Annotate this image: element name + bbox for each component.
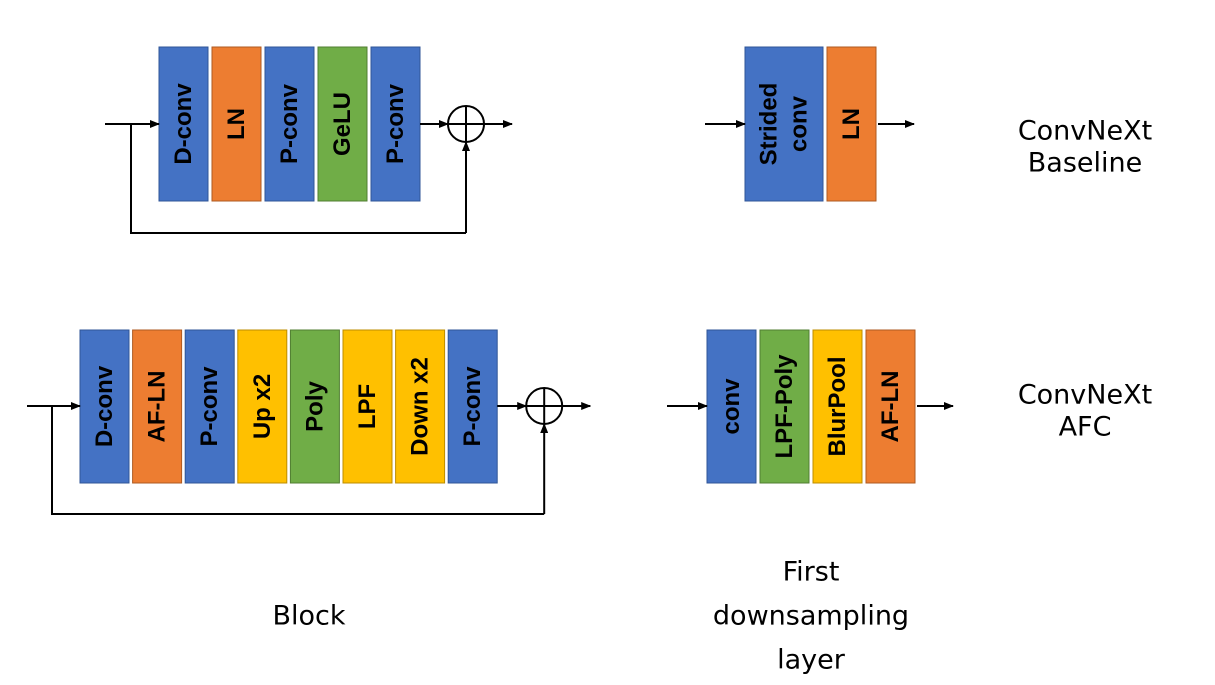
layer-label: P-conv <box>196 366 223 447</box>
layer-label: Down x2 <box>407 357 434 456</box>
block-layer-lpf: LPF <box>342 329 393 484</box>
block-layer-p-conv: P-conv <box>264 46 315 202</box>
caption-downsampling: layer <box>777 645 846 676</box>
layer-label: AF-LN <box>144 371 171 443</box>
layer-label: LN <box>838 108 865 140</box>
layer-label: LPF <box>354 384 381 429</box>
layer-box <box>237 329 288 484</box>
layer-box <box>158 46 209 202</box>
layer-box <box>826 46 877 202</box>
layer-box <box>184 329 235 484</box>
layer-label: Up x2 <box>249 374 276 439</box>
caption-block: Block <box>272 601 345 632</box>
layer-box <box>342 329 393 484</box>
layer-label: BlurPool <box>824 357 851 457</box>
block-layer-down-x2: Down x2 <box>395 329 446 484</box>
layer-label: AF-LN <box>877 371 904 443</box>
layer-box <box>744 46 824 202</box>
ds-layer-blurpool: BlurPool <box>812 329 863 484</box>
layer-label: P-conv <box>382 83 409 164</box>
caption-downsampling: downsampling <box>713 601 909 632</box>
block-layer-p-conv: P-conv <box>447 329 498 484</box>
ds-layer-conv: conv <box>706 329 757 484</box>
layer-box <box>289 329 340 484</box>
layer-label: D-conv <box>91 365 118 447</box>
layer-box <box>211 46 262 202</box>
adder-plus-icon <box>447 105 485 143</box>
block-layer-d-conv: D-conv <box>79 329 130 484</box>
layer-box <box>812 329 863 484</box>
caption-downsampling: First <box>783 557 840 588</box>
row-label-afc: AFC <box>1059 412 1112 443</box>
layer-label: conv <box>786 95 813 152</box>
row-label-baseline: Baseline <box>1028 148 1142 179</box>
layer-label: Poly <box>301 381 328 432</box>
layer-box <box>370 46 421 202</box>
layer-box <box>132 329 183 484</box>
block-layer-gelu: GeLU <box>317 46 368 202</box>
layer-box <box>317 46 368 202</box>
layer-label: P-conv <box>276 83 303 164</box>
row-label-afc: ConvNeXt <box>1018 380 1152 411</box>
block-layer-up-x2: Up x2 <box>237 329 288 484</box>
layer-box <box>395 329 446 484</box>
layer-label: Strided <box>756 83 783 166</box>
block-layer-p-conv: P-conv <box>370 46 421 202</box>
layer-box <box>759 329 810 484</box>
layer-box <box>264 46 315 202</box>
block-layer-af-ln: AF-LN <box>132 329 183 484</box>
layer-label: conv <box>718 378 745 435</box>
block-layer-p-conv: P-conv <box>184 329 235 484</box>
row-label-baseline: ConvNeXt <box>1018 116 1152 147</box>
layer-label: LN <box>223 108 250 140</box>
layer-label: P-conv <box>459 366 486 447</box>
layer-box <box>79 329 130 484</box>
residual-connection <box>130 124 466 234</box>
block-layer-poly: Poly <box>289 329 340 484</box>
block-layer-ln: LN <box>211 46 262 202</box>
layer-box <box>865 329 916 484</box>
layer-label: LPF-Poly <box>771 354 798 459</box>
residual-connection <box>51 406 545 515</box>
adder-plus-icon <box>525 387 564 425</box>
layer-label: D-conv <box>170 83 197 165</box>
ds-layer-lpf-poly: LPF-Poly <box>759 329 810 484</box>
block-layer-d-conv: D-conv <box>158 46 209 202</box>
layer-box <box>706 329 757 484</box>
layer-label: GeLU <box>329 92 356 156</box>
ds-layer-ln: LN <box>826 46 877 202</box>
ds-layer-af-ln: AF-LN <box>865 329 916 484</box>
